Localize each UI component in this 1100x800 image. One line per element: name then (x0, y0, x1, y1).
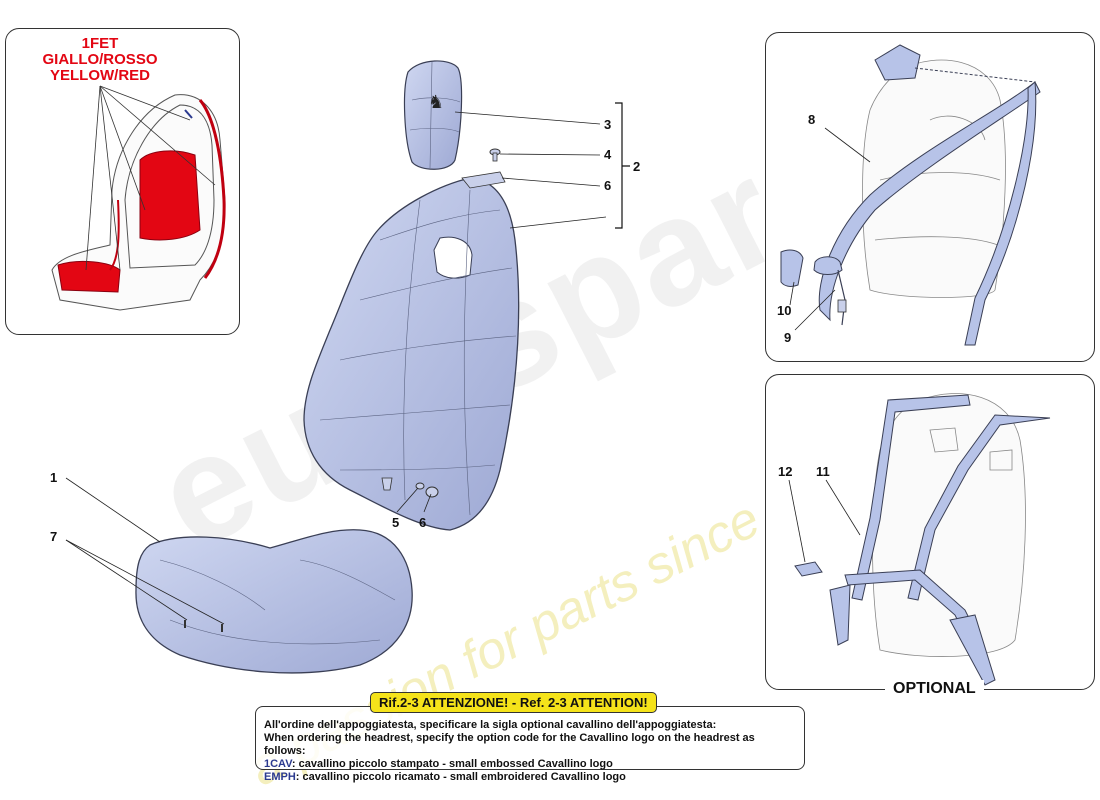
headrest-part[interactable] (403, 60, 463, 170)
part-label-7: 7 (50, 529, 57, 544)
part-label-3: 3 (604, 117, 611, 132)
note-line-en: When ordering the headrest, specify the … (264, 732, 755, 757)
attention-title: Rif.2-3 ATTENZIONE! - Ref. 2-3 ATTENTION… (370, 692, 657, 713)
note-line-it: All'ordine dell'appoggiatesta, specifica… (264, 719, 717, 731)
part-label-2: 2 (633, 159, 640, 174)
option-code-emph: EMPH (264, 771, 296, 783)
trim-leader-lines (85, 85, 216, 271)
option-text-emph: : cavallino piccolo ricamato - small emb… (295, 771, 626, 783)
optional-label: OPTIONAL (885, 680, 984, 698)
racing-harness-part[interactable] (829, 394, 1051, 686)
seat-back-shell-part[interactable] (303, 177, 520, 531)
part-label-6-top: 6 (604, 178, 611, 193)
part-label-1: 1 (50, 470, 57, 485)
top-bracket (461, 171, 506, 189)
option-code-1cav: 1CAV (264, 758, 292, 770)
fastener-4 (489, 148, 501, 162)
part-label-9: 9 (784, 330, 791, 345)
seat-cushion-part[interactable] (135, 529, 413, 674)
part-label-5: 5 (392, 515, 399, 530)
note-option-1: 1CAV: cavallino piccolo stampato - small… (264, 758, 796, 771)
part-label-11: 11 (816, 464, 830, 479)
part-label-6-bottom: 6 (419, 515, 426, 530)
harness-seat-outline (872, 393, 1026, 657)
leader-lines (65, 111, 871, 625)
seatbelt-part[interactable] (818, 44, 1041, 346)
bottom-fasteners (381, 477, 439, 498)
group-bracket-2 (615, 102, 630, 229)
trim-seat-illustration (51, 94, 226, 311)
note-option-2: EMPH: cavallino piccolo ricamato - small… (264, 771, 796, 784)
harness-adapter-part[interactable] (794, 561, 823, 577)
belt-seat-outline (862, 59, 1006, 298)
buckle-cover-part[interactable] (780, 249, 804, 287)
part-label-4: 4 (604, 147, 612, 162)
trim-code: 1FET (82, 35, 119, 52)
part-label-10: 10 (777, 303, 791, 318)
trim-color-it: GIALLO/ROSSO (42, 51, 157, 68)
cavallino-logo-icon: ♞ (428, 92, 444, 112)
part-label-8: 8 (808, 112, 815, 127)
option-text-1cav: : cavallino piccolo stampato - small emb… (291, 758, 613, 770)
trim-color-en: YELLOW/RED (50, 67, 150, 84)
part-label-12: 12 (778, 464, 792, 479)
belt-buckle-part[interactable] (813, 256, 847, 326)
headrest-note-box: All'ordine dell'appoggiatesta, specifica… (255, 706, 805, 783)
